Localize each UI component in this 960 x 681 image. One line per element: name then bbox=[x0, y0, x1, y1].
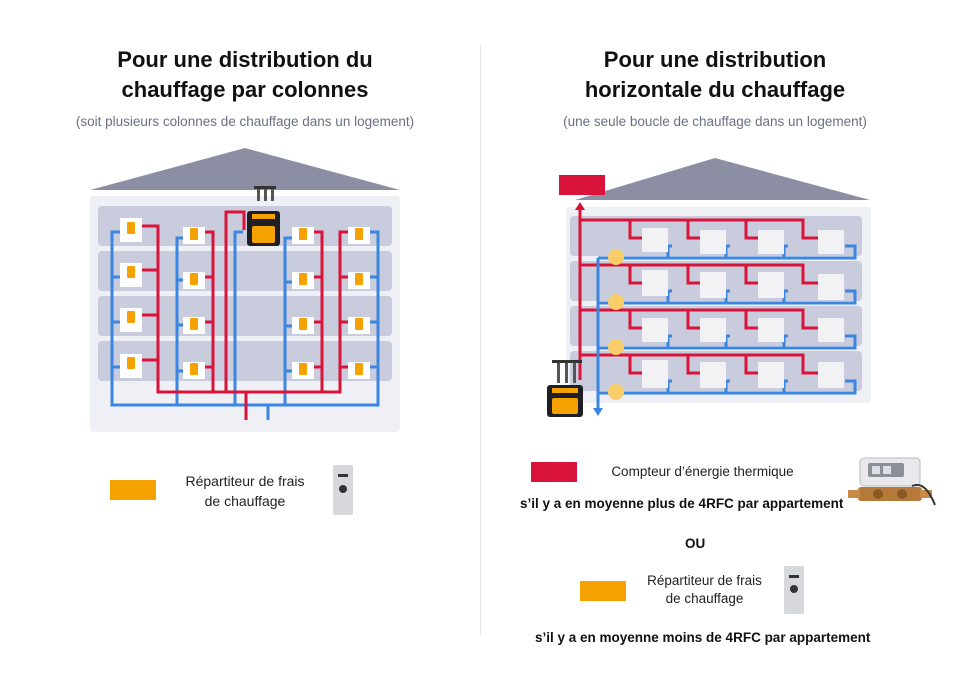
left-legend-line1: Répartiteur de frais bbox=[185, 473, 305, 489]
left-title-line1: Pour une distribution du bbox=[117, 47, 373, 72]
left-data-collector-icon bbox=[247, 186, 280, 246]
left-legend-allocator-device-icon bbox=[333, 465, 353, 515]
right-data-collector-icon bbox=[547, 360, 583, 417]
right-legend-line1: Répartiteur de frais bbox=[647, 573, 762, 588]
left-floor-4 bbox=[98, 341, 392, 381]
right-thermal-meter-top bbox=[559, 175, 605, 195]
left-floor-3 bbox=[98, 296, 392, 336]
right-floor-meter-dots bbox=[608, 249, 624, 400]
left-title-line2: chauffage par colonnes bbox=[121, 77, 369, 102]
right-title-line2: horizontale du chauffage bbox=[584, 77, 846, 102]
left-subtitle: (soit plusieurs colonnes de chauffage da… bbox=[75, 114, 415, 129]
right-legend-line2: de chauffage bbox=[665, 591, 744, 606]
right-legend-meter-swatch bbox=[531, 462, 577, 482]
right-title-line1: Pour une distribution bbox=[603, 47, 827, 72]
thermal-energy-meter-icon bbox=[848, 457, 936, 506]
right-or-label: OU bbox=[685, 536, 706, 551]
right-title: Pour une distribution horizontale du cha… bbox=[510, 45, 920, 105]
left-legend-line2: de chauffage bbox=[204, 493, 286, 509]
right-roof bbox=[575, 158, 870, 200]
left-hot-pipes bbox=[142, 210, 348, 420]
right-cold-pipes bbox=[596, 244, 857, 410]
center-divider bbox=[480, 45, 481, 635]
right-condition-less: s’il y a en moyenne moins de 4RFC par ap… bbox=[535, 630, 871, 645]
column-distribution-diagram bbox=[90, 148, 400, 515]
right-legend-label: Répartiteur de frais de chauffage bbox=[632, 572, 777, 608]
left-radiators bbox=[120, 218, 370, 379]
right-radiators bbox=[642, 228, 844, 388]
left-legend-label: Répartiteur de frais de chauffage bbox=[170, 471, 320, 511]
right-hot-pipes bbox=[578, 206, 818, 380]
left-title: Pour une distribution du chauffage par c… bbox=[40, 45, 450, 105]
right-meter-label: Compteur d’énergie thermique bbox=[611, 464, 794, 479]
left-floor-2 bbox=[98, 251, 392, 291]
right-legend-allocator-device-icon bbox=[784, 566, 804, 614]
left-legend-allocator-swatch bbox=[110, 480, 156, 500]
right-subtitle: (une seule boucle de chauffage dans un l… bbox=[563, 114, 867, 129]
right-condition-more: s’il y a en moyenne plus de 4RFC par app… bbox=[520, 496, 844, 511]
right-legend-allocator-swatch bbox=[580, 581, 626, 601]
left-roof bbox=[90, 148, 400, 190]
